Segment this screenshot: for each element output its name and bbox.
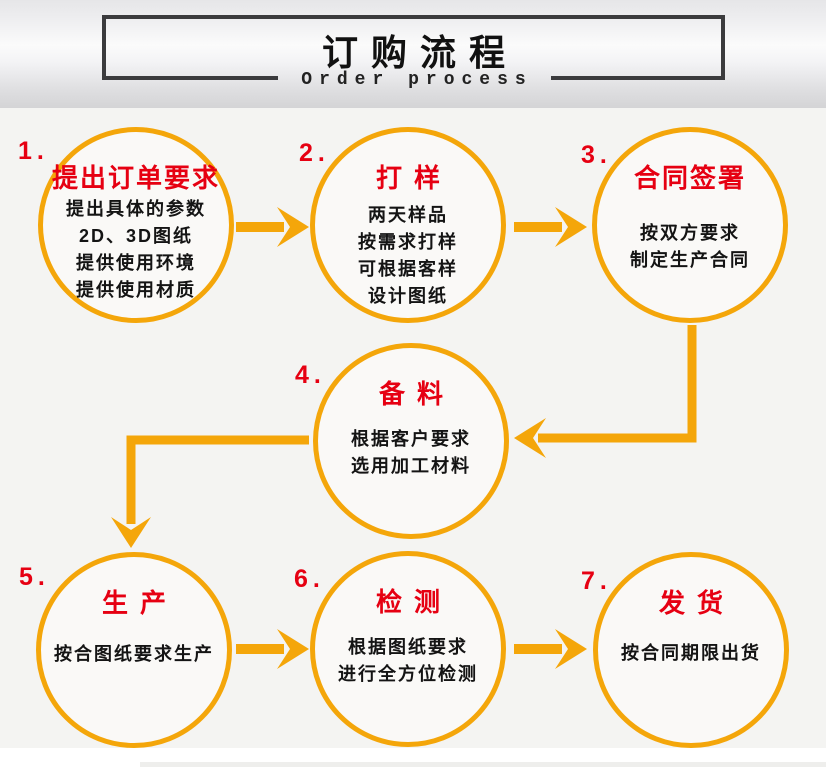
step1-number: 1. — [18, 137, 49, 165]
step5-details: 按合图纸要求生产 — [41, 641, 227, 668]
step6-number: 6. — [294, 565, 325, 593]
step2-line: 可根据客样 — [358, 259, 458, 279]
step2-title: 打样 — [375, 163, 452, 193]
step5-title: 生产 — [101, 588, 178, 618]
page-title: 订购流程 — [321, 33, 518, 73]
header-frame — [102, 15, 725, 76]
step1-line: 2D、3D图纸 — [78, 226, 194, 246]
step5-number: 5. — [19, 563, 50, 591]
step3-title: 合同签署 — [633, 163, 746, 193]
step2-number: 2. — [299, 139, 330, 167]
step6-circle: 检测 根据图纸要求 进行全方位检测 — [310, 551, 506, 747]
arrow-step3-step4 — [514, 325, 697, 458]
step3-circle: 合同签署 按双方要求 制定生产合同 — [592, 127, 788, 323]
step7-number: 7. — [581, 567, 612, 595]
step2-circle: 打样 两天样品 按需求打样 可根据客样 设计图纸 — [310, 127, 506, 323]
step4-circle: 备料 根据客户要求 选用加工材料 — [313, 343, 509, 539]
step3-details: 按双方要求 制定生产合同 — [597, 220, 783, 274]
step4-title: 备料 — [378, 379, 455, 409]
step5-circle: 生产 按合图纸要求生产 — [36, 552, 232, 748]
step7-circle: 发货 按合同期限出货 — [593, 552, 789, 748]
arrow-step6-step7 — [514, 629, 587, 669]
step1-title: 提出订单要求 — [51, 163, 220, 193]
arrow-step1-step2 — [236, 207, 309, 247]
step2-line: 两天样品 — [368, 205, 448, 225]
step1-line: 提供使用材质 — [76, 280, 196, 300]
step4-line: 根据客户要求 — [351, 429, 471, 449]
arrow-step4-step5 — [111, 435, 309, 548]
step7-line: 按合同期限出货 — [621, 643, 761, 663]
step1-details: 提出具体的参数 2D、3D图纸 提供使用环境 提供使用材质 — [43, 196, 229, 304]
step5-line: 按合图纸要求生产 — [54, 644, 214, 664]
step4-number: 4. — [295, 361, 326, 389]
step2-line: 按需求打样 — [358, 232, 458, 252]
step4-line: 选用加工材料 — [351, 456, 471, 476]
step3-line: 制定生产合同 — [630, 250, 750, 270]
page-subtitle: Order process — [301, 70, 533, 90]
step3-number: 3. — [581, 141, 612, 169]
step7-details: 按合同期限出货 — [598, 640, 784, 667]
step6-title: 检测 — [375, 587, 452, 617]
step1-line: 提供使用环境 — [76, 253, 196, 273]
arrow-step2-step3 — [514, 207, 587, 247]
step2-details: 两天样品 按需求打样 可根据客样 设计图纸 — [315, 202, 501, 310]
step2-line: 设计图纸 — [368, 286, 448, 306]
header-bottom-line-left — [102, 76, 278, 80]
header-bottom-line-right — [551, 76, 725, 80]
arrow-step5-step6 — [236, 629, 309, 669]
step1-line: 提出具体的参数 — [66, 199, 206, 219]
step4-details: 根据客户要求 选用加工材料 — [318, 426, 504, 480]
step6-details: 根据图纸要求 进行全方位检测 — [315, 634, 501, 688]
step1-circle: 提出订单要求 提出具体的参数 2D、3D图纸 提供使用环境 提供使用材质 — [38, 127, 234, 323]
step3-line: 按双方要求 — [640, 223, 740, 243]
step7-title: 发货 — [658, 588, 735, 618]
step6-line: 根据图纸要求 — [348, 637, 468, 657]
bottom-gray-bar — [140, 762, 826, 767]
step6-line: 进行全方位检测 — [338, 664, 478, 684]
